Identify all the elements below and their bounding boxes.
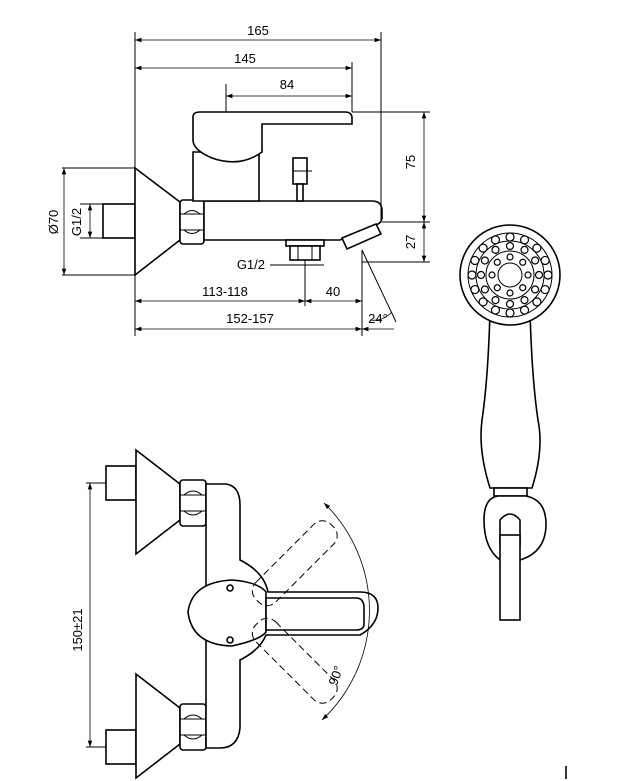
- shower-hose: [499, 534, 521, 621]
- nozzle: [532, 243, 542, 253]
- nozzle: [478, 243, 488, 253]
- wall-flange: [134, 166, 181, 277]
- hex-nut: [179, 199, 205, 245]
- nozzle: [543, 270, 553, 280]
- hand-shower: [459, 224, 561, 621]
- top-inlet-nipple: [105, 465, 137, 501]
- nozzle: [467, 270, 477, 280]
- inlet-nipple: [102, 203, 136, 239]
- shower-nozzles: [467, 232, 553, 318]
- diverter-knob: [292, 157, 312, 202]
- nozzle: [478, 297, 488, 307]
- nozzle: [476, 270, 486, 280]
- dim-lever-rotation: 90°: [325, 664, 346, 688]
- bottom-flange: [135, 672, 181, 780]
- nozzle: [505, 241, 515, 251]
- dim-spout-angle: 24°: [368, 311, 388, 326]
- nozzle: [491, 296, 500, 305]
- dim-outlet-thread: G1/2: [237, 257, 265, 272]
- bottom-hex-nut: [179, 703, 207, 751]
- top-flange: [135, 448, 181, 556]
- dim-total-depth: 165: [247, 23, 269, 38]
- nozzle: [540, 284, 550, 295]
- dim-centres: 150±21: [70, 608, 85, 651]
- nozzle: [506, 253, 514, 261]
- nozzle: [493, 258, 501, 266]
- dim-handle-depth: 84: [280, 77, 294, 92]
- nozzle: [524, 271, 532, 279]
- top-hex-nut: [179, 479, 207, 527]
- dim-outlet-spacing: 40: [326, 284, 340, 299]
- shower-handle: [480, 311, 541, 489]
- cartridge-disc: [187, 579, 267, 647]
- rotation-arc: [321, 502, 370, 721]
- nozzle: [480, 256, 489, 265]
- side-view: 165 145 84 75 27 Ø70 G1/2 G1/2 113-118 4…: [46, 23, 430, 336]
- lever-handle: [192, 111, 353, 163]
- nozzle: [505, 308, 515, 318]
- spout-outlet: [340, 222, 383, 251]
- nozzle: [519, 258, 527, 266]
- nozzle: [531, 285, 540, 294]
- dim-body-depth: 145: [234, 51, 256, 66]
- nozzle: [505, 232, 515, 242]
- dim-spout-offset: 113-118: [202, 284, 248, 299]
- dim-flange-diameter: Ø70: [46, 210, 61, 235]
- nozzle: [491, 245, 500, 254]
- nozzle: [520, 245, 529, 254]
- lever-rotated-down: [251, 617, 338, 704]
- cartridge-screw: [226, 584, 234, 592]
- nozzle: [470, 284, 480, 295]
- nozzle: [505, 299, 515, 309]
- nozzle: [490, 235, 501, 245]
- nozzle: [520, 296, 529, 305]
- nozzle: [519, 235, 530, 245]
- dim-height-above: 75: [403, 155, 418, 169]
- front-lever: [265, 597, 365, 631]
- mixer-body: [203, 200, 383, 241]
- nozzle: [506, 289, 514, 297]
- front-view: 90° 150±21: [70, 448, 379, 780]
- nozzle: [519, 284, 527, 292]
- nozzle: [490, 305, 501, 315]
- dim-inlet-thread: G1/2: [69, 208, 84, 236]
- dim-spout-height: 27: [403, 235, 418, 249]
- nozzle: [532, 297, 542, 307]
- lever-rotated-up: [251, 520, 338, 607]
- nozzle: [470, 255, 480, 266]
- nozzle: [534, 270, 544, 280]
- nozzle: [519, 305, 530, 315]
- nozzle: [540, 255, 550, 266]
- nozzle: [480, 285, 489, 294]
- bottom-inlet-nipple: [105, 729, 137, 765]
- dim-overall-depth: 152-157: [226, 311, 274, 326]
- nozzle: [531, 256, 540, 265]
- hose-outlet: [285, 239, 325, 261]
- nozzle: [488, 271, 496, 279]
- nozzle: [493, 284, 501, 292]
- cartridge-screw-lower: [226, 636, 234, 644]
